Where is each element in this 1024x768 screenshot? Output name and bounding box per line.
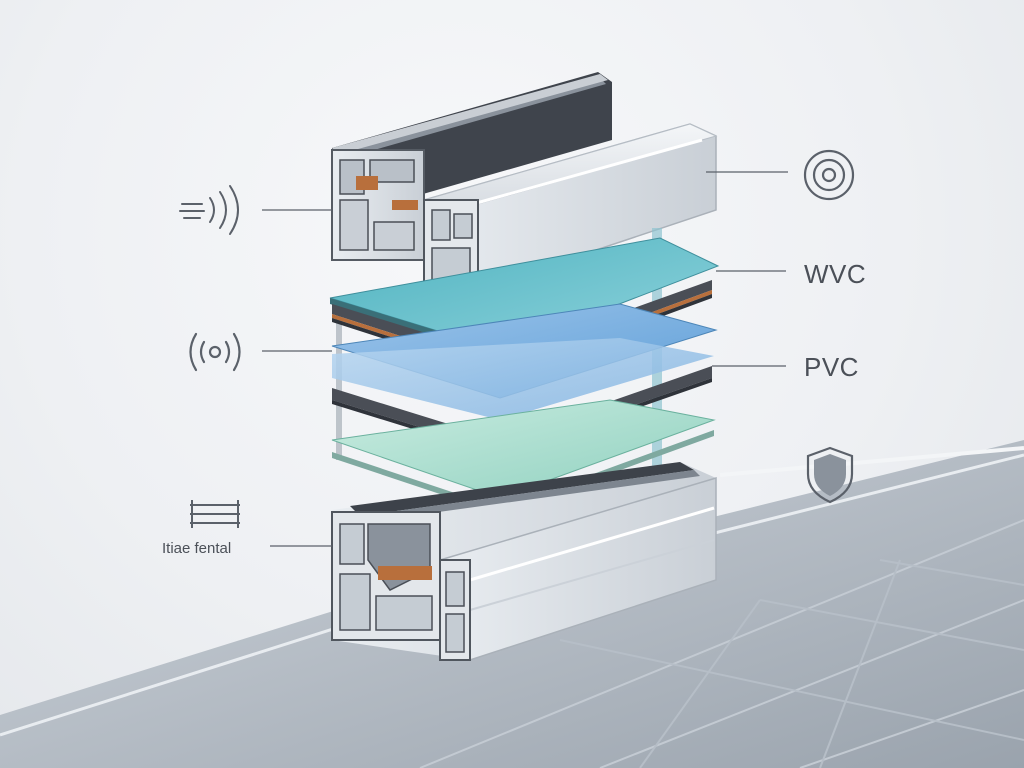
top-material-label: WVC <box>804 259 867 289</box>
bottom-frame-profile <box>331 462 717 661</box>
sound-waves-icon <box>179 185 239 235</box>
shield-icon <box>806 446 854 504</box>
blue-glass-layer <box>331 303 718 420</box>
top-frame-profile <box>331 72 718 293</box>
layer-stack <box>329 228 720 514</box>
broadcast-signal-icon <box>189 332 241 372</box>
mint-glass-layer <box>331 399 716 514</box>
frame-caption-label: Itiae fental <box>162 540 232 557</box>
layers-icon <box>190 500 240 528</box>
leader-lines <box>262 171 788 547</box>
middle-material-label: PVC <box>804 352 859 382</box>
target-rings-icon <box>803 149 855 201</box>
